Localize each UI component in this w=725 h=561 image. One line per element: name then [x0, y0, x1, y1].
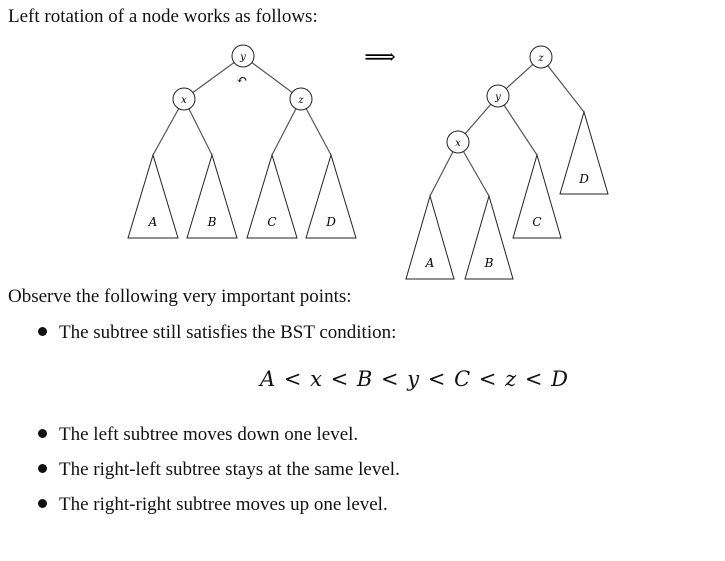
subtree-label-C-after: C — [532, 215, 541, 229]
bullet-right-left-text: The right-left subtree stays at the same… — [59, 459, 400, 480]
bullet-right-left: The right-left subtree stays at the same… — [38, 459, 400, 481]
bullet-right-right-text: The right-right subtree moves up one lev… — [59, 494, 388, 515]
edge-y-z — [242, 55, 302, 100]
subtree-label-C-before: C — [267, 215, 276, 229]
subtree-triangle-D-before — [305, 153, 357, 239]
bullet-dot-icon — [38, 464, 47, 474]
node-label-y-after: y — [494, 92, 501, 103]
subtree-label-B-after: B — [484, 256, 494, 270]
bullet-dot-icon — [38, 327, 47, 337]
implies-arrow-icon: ⟹ — [364, 45, 396, 70]
bullet-left: The left subtree moves down one level. — [38, 424, 358, 446]
node-label-x-after: x — [455, 138, 461, 149]
subtree-triangle-B-after — [464, 194, 514, 280]
node-x-before — [172, 87, 196, 111]
bullet-dot-icon — [38, 429, 47, 439]
node-label-z-after: z — [537, 53, 544, 64]
node-z-before — [289, 87, 313, 111]
rotation-arrow-icon: ↶ — [237, 73, 248, 88]
subtree-label-D-before: D — [325, 215, 336, 229]
bullet-left-text: The left subtree moves down one level. — [59, 424, 359, 445]
subtree-triangle-C-before — [246, 153, 298, 239]
node-z-after — [529, 45, 553, 69]
page-heading: Left rotation of a node works as follows… — [8, 6, 318, 27]
node-label-y-before: y — [239, 52, 246, 63]
bullet-right-right: The right-right subtree moves up one lev… — [38, 494, 388, 516]
subtree-label-B-before: B — [207, 215, 217, 229]
subtree-triangle-D-after — [559, 110, 609, 195]
edge-y-C — [497, 95, 538, 156]
bullet-bst-text: The subtree still satisfies the BST cond… — [59, 322, 397, 343]
node-label-x-before: x — [181, 95, 187, 106]
observe-intro: Observe the following very important poi… — [8, 286, 352, 307]
edge-y-x — [183, 55, 244, 100]
node-label-z-before: z — [297, 95, 304, 106]
rotation-diagram: A B C D y x z ↶ ⟹ D C A B z y x — [127, 44, 609, 280]
node-x-after — [446, 130, 470, 154]
subtree-label-D-after: D — [578, 172, 589, 186]
subtree-label-A-after: A — [425, 256, 435, 270]
subtree-triangle-A-after — [405, 194, 455, 280]
subtree-triangle-C-after — [512, 153, 562, 239]
subtree-label-A-before: A — [148, 215, 158, 229]
bst-formula: A < x < B < y < C < z < D — [260, 367, 569, 391]
node-y-before — [231, 44, 255, 68]
edge-z-D — [540, 56, 585, 113]
node-y-after — [486, 84, 510, 108]
subtree-triangle-B-before — [186, 153, 238, 239]
bullet-bst: The subtree still satisfies the BST cond… — [38, 322, 396, 344]
bullet-dot-icon — [38, 499, 47, 509]
subtree-triangle-A-before — [127, 153, 179, 239]
